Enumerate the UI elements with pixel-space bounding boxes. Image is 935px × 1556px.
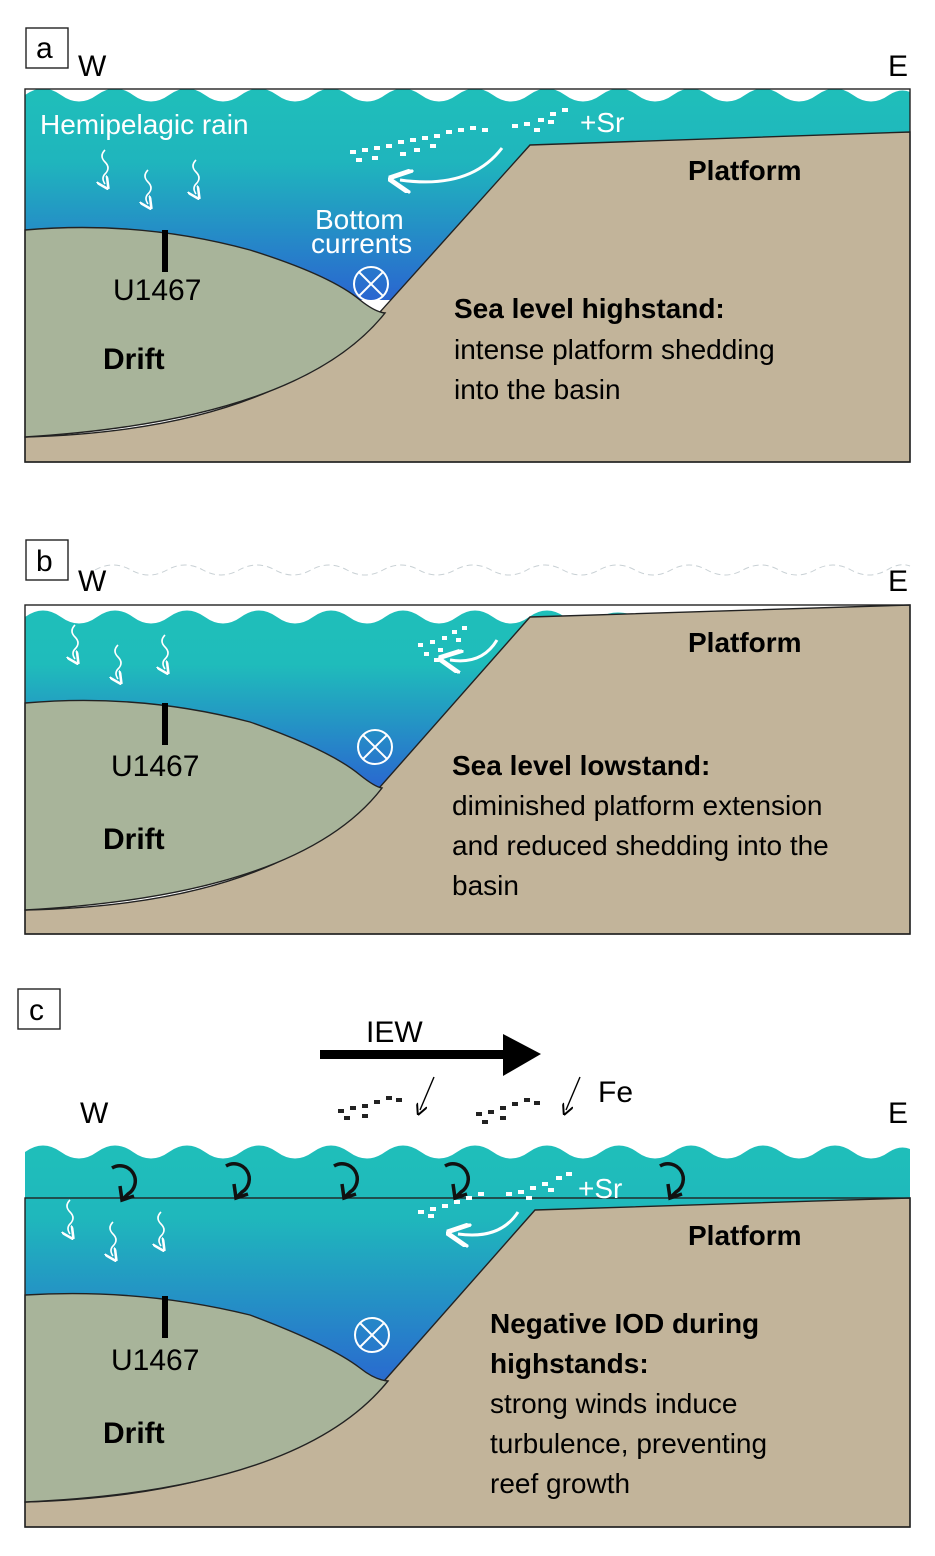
former-sea-level xyxy=(94,564,911,576)
sediment-particles xyxy=(418,1172,572,1218)
site-marker xyxy=(162,230,168,272)
bottom-current-icon xyxy=(354,1317,390,1353)
fe-label: Fe xyxy=(598,1076,633,1109)
bottom-current-icon xyxy=(353,266,389,302)
eddy-icon xyxy=(333,1162,360,1201)
description-line: and reduced shedding into the xyxy=(452,830,829,861)
heading: highstands: xyxy=(490,1348,649,1379)
panel-a xyxy=(24,88,911,463)
site-marker xyxy=(162,1296,168,1338)
wind-label: IEW xyxy=(366,1016,423,1049)
sr-label: +Sr xyxy=(578,1173,622,1204)
eddy-icon xyxy=(659,1162,686,1201)
dust-fall-arrows xyxy=(420,1076,581,1110)
drift-label: Drift xyxy=(103,1417,165,1450)
platform-label: Platform xyxy=(688,1220,802,1251)
sediment-particles xyxy=(350,108,568,162)
platform-label: Platform xyxy=(688,155,802,186)
heading: Sea level highstand: xyxy=(454,293,725,324)
panel-label: c xyxy=(29,994,44,1027)
west-label: W xyxy=(78,565,107,598)
description-line: intense platform shedding xyxy=(454,334,775,365)
panel-label-box-c xyxy=(17,988,61,1030)
eddy-icon xyxy=(225,1162,252,1201)
panel-c xyxy=(24,1034,911,1528)
drift-label: Drift xyxy=(103,343,165,376)
panel-label: b xyxy=(36,545,53,578)
shedding-arrow xyxy=(450,639,499,661)
bottom-currents-label: currents xyxy=(311,228,412,259)
shedding-arrow xyxy=(400,147,504,182)
site-label: U1467 xyxy=(113,274,201,307)
description-line: diminished platform extension xyxy=(452,790,822,821)
dust-particles xyxy=(338,1096,540,1124)
bottom-current-icon xyxy=(357,729,393,765)
site-label: U1467 xyxy=(111,1344,199,1377)
description-line: into the basin xyxy=(454,374,621,405)
wind-arrow xyxy=(320,1034,541,1076)
east-label: E xyxy=(888,1097,908,1130)
rain-label: Hemipelagic rain xyxy=(40,109,249,140)
eddy-icon xyxy=(444,1162,471,1201)
panel-label: a xyxy=(36,32,53,65)
site-marker xyxy=(162,703,168,745)
eddy-icon xyxy=(111,1164,138,1203)
description-line: reef growth xyxy=(490,1468,630,1499)
site-label: U1467 xyxy=(111,750,199,783)
shedding-arrow xyxy=(458,1211,520,1235)
rain-arrows xyxy=(72,624,168,679)
west-label: W xyxy=(78,50,107,83)
rain-arrows xyxy=(102,149,199,204)
description-line: turbulence, preventing xyxy=(490,1428,767,1459)
turbulence-eddies xyxy=(111,1162,686,1203)
east-label: E xyxy=(888,565,908,598)
panel-b xyxy=(24,564,911,935)
panel-label-box-a xyxy=(25,27,69,69)
description-line: basin xyxy=(452,870,519,901)
heading: Negative IOD during xyxy=(490,1308,759,1339)
east-label: E xyxy=(888,50,908,83)
bottom-currents-label: Bottom xyxy=(315,204,404,235)
panel-label-box-b xyxy=(25,539,69,581)
platform-label: Platform xyxy=(688,627,802,658)
description-line: strong winds induce xyxy=(490,1388,737,1419)
west-label: W xyxy=(80,1097,109,1130)
sr-label: +Sr xyxy=(580,107,624,138)
heading: Sea level lowstand: xyxy=(452,750,710,781)
rain-arrows xyxy=(67,1199,164,1256)
drift-label: Drift xyxy=(103,823,165,856)
